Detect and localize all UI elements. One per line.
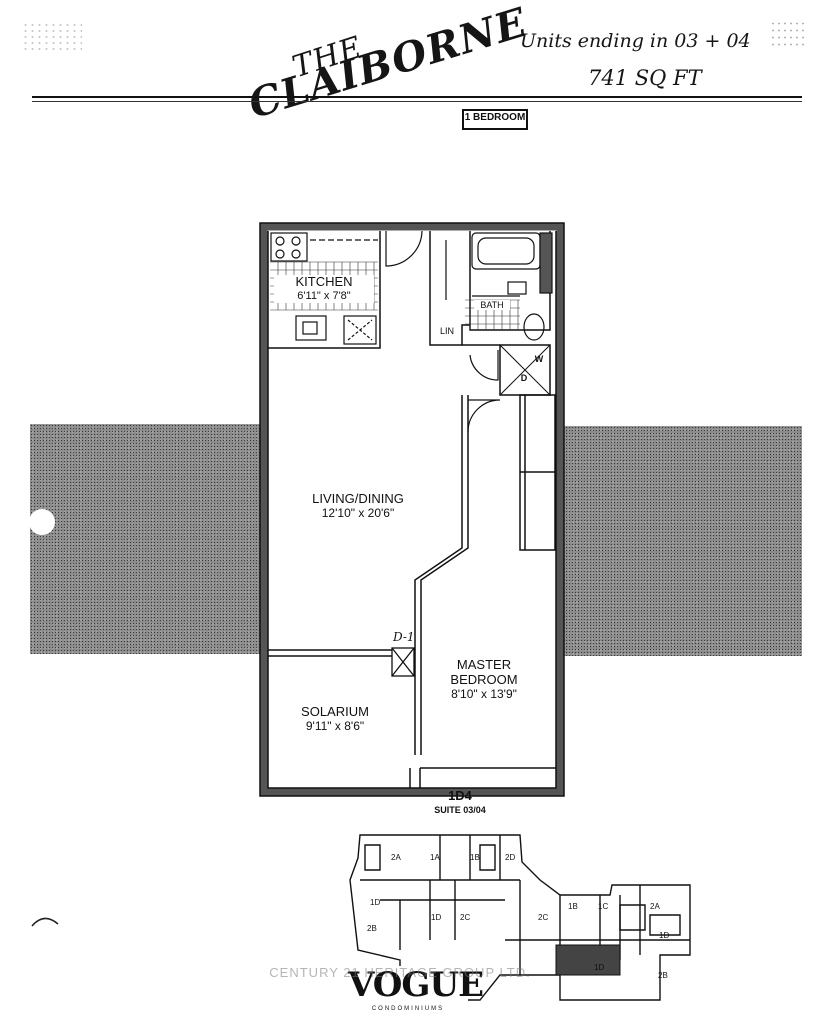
kitchen-name: KITCHEN xyxy=(295,274,353,289)
units-note: Units ending in 03 + 04 xyxy=(520,30,751,52)
solarium-size: 9'11" x 8'6" xyxy=(305,718,365,733)
living-dining-label: LIVING/DINING 12'10" x 20'6" xyxy=(288,491,428,521)
scan-speckle-right xyxy=(770,20,806,50)
exterior-band-right xyxy=(562,426,802,656)
keyplan-unit-4: 1D xyxy=(370,898,380,907)
closet-d1 xyxy=(391,647,415,677)
keyplan-unit-7: 1B xyxy=(568,902,578,911)
keyplan-unit-2: 1B xyxy=(470,853,480,862)
area-note: 741 SQ FT xyxy=(588,66,702,90)
vogue-logo: VOGUE xyxy=(348,965,484,1006)
keyplan-unit-10: 2B xyxy=(367,924,377,933)
suite-label: SUITE 03/04 xyxy=(434,805,486,815)
vogue-subtitle: CONDOMINIUMS xyxy=(371,1006,445,1012)
bath-label: BATH xyxy=(474,300,510,311)
master-bedroom-label: MASTER BEDROOM 8'10" x 13'9" xyxy=(428,657,540,702)
dryer-label: D xyxy=(520,373,528,383)
living-dining-size: 12'10" x 20'6" xyxy=(321,505,395,520)
suite-code: 1D4 xyxy=(448,788,472,803)
washer-label: W xyxy=(534,354,544,364)
unit-type-badge-label: 1 BEDROOM xyxy=(464,112,526,123)
keyplan-unit-5: 1D xyxy=(431,913,441,922)
keyplan-unit-9: 2A xyxy=(650,902,660,911)
kitchen-label: KITCHEN 6'11" x 7'8" xyxy=(274,274,374,303)
door-swings xyxy=(385,230,501,433)
corner-mark xyxy=(31,917,59,927)
master-bedroom-name: MASTER xyxy=(456,657,512,672)
keyplan-unit-12: 1D xyxy=(659,931,669,940)
kitchen-size: 6'11" x 7'8" xyxy=(297,289,351,302)
solarium-label: SOLARIUM 9'11" x 8'6" xyxy=(280,704,390,734)
header-rule xyxy=(32,96,802,98)
keyplan-unit-0: 2A xyxy=(391,853,401,862)
keyplan-unit-3: 2D xyxy=(505,853,515,862)
closet-tag: D-1 xyxy=(393,630,415,644)
wall-outlines xyxy=(259,222,565,797)
master-bedroom-name-2: BEDROOM xyxy=(450,671,518,687)
bath-fixtures xyxy=(445,232,553,341)
scan-speckle-left xyxy=(22,22,82,52)
key-plan xyxy=(349,834,691,1001)
header-rule-thin xyxy=(32,101,802,102)
keyplan-unit-13: 1D xyxy=(594,963,604,972)
master-bedroom-size: 8'10" x 13'9" xyxy=(451,686,517,701)
keyplan-unit-11: 2C xyxy=(538,913,548,922)
linen-label: LIN xyxy=(439,326,454,336)
unit-type-badge xyxy=(462,109,528,130)
watermark-text: CENTURY 21 HERITAGE GROUP LTD. xyxy=(269,965,531,980)
key-plan-labels: 2A 1A 1B 2D 1D 1D 2C 1B 1C 2A 2B 2C 1D 1… xyxy=(367,853,669,980)
kitchen-fixtures xyxy=(270,232,378,345)
exterior-band-left xyxy=(30,424,260,654)
solarium-name: SOLARIUM xyxy=(301,704,369,719)
keyplan-unit-8: 1C xyxy=(598,902,608,911)
living-dining-name: LIVING/DINING xyxy=(312,491,404,506)
keyplan-unit-6: 2C xyxy=(460,913,470,922)
hole-punch xyxy=(29,509,55,535)
keyplan-unit-1: 1A xyxy=(430,853,440,862)
keyplan-unit-14: 2B xyxy=(658,971,668,980)
exterior-walls xyxy=(260,223,564,796)
